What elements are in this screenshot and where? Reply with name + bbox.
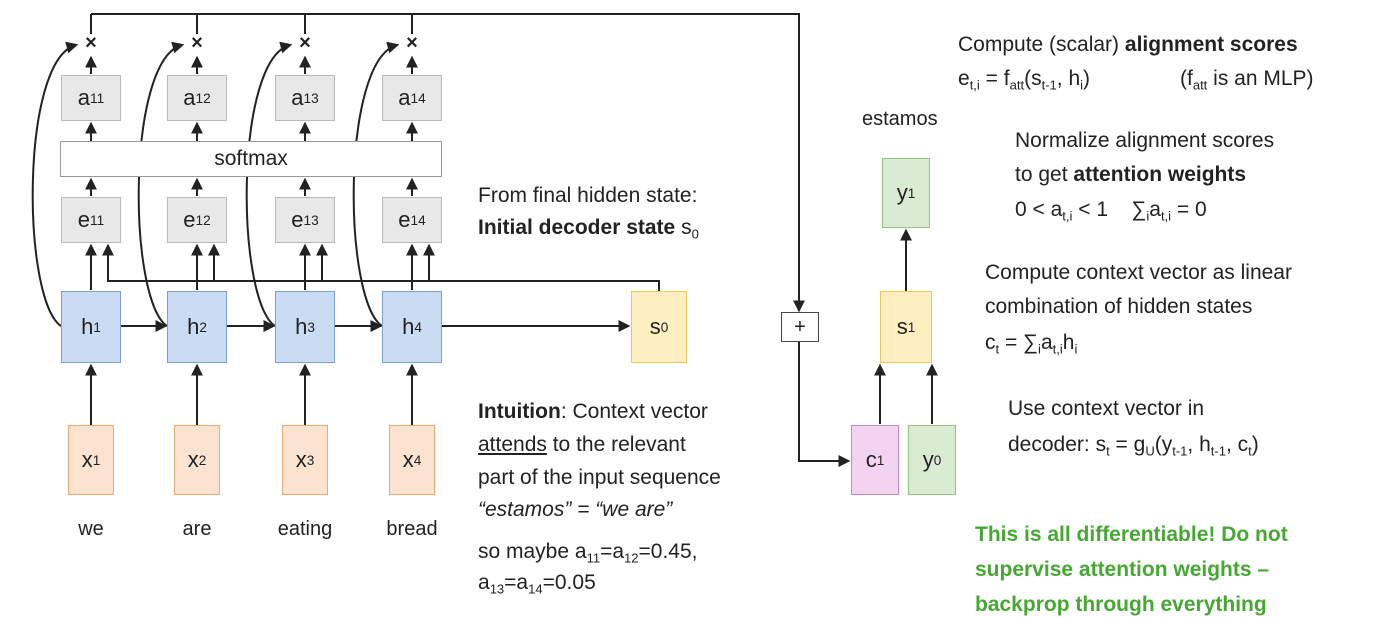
alignment-formula: et,i = fatt(st-1, hi) xyxy=(958,67,1091,93)
intuition-line1: Intuition: Context vector xyxy=(478,400,708,423)
output-word: estamos xyxy=(862,108,938,130)
final-state-note-line2: Initial decoder state s0 xyxy=(478,216,699,242)
context-note-line2: combination of hidden states xyxy=(985,295,1253,318)
differentiable-note-line1: This is all differentiable! Do not xyxy=(975,523,1288,546)
normalize-note-line1: Normalize alignment scores xyxy=(1015,129,1275,152)
multiply-op: × xyxy=(85,32,97,54)
intuition-example-line1: so maybe a11=a12=0.45, xyxy=(478,540,698,566)
intuition-line3: part of the input sequence xyxy=(478,466,721,489)
differentiable-note-line3: backprop through everything xyxy=(975,593,1267,616)
use-context-note-line2: decoder: st = gU(yt-1, ht-1, ct) xyxy=(1008,433,1259,459)
alignment-note-line1: Compute (scalar) alignment scores xyxy=(958,33,1298,56)
intuition-example-line2: a13=a14=0.05 xyxy=(478,571,596,597)
input-word: eating xyxy=(277,518,333,540)
multiply-op: × xyxy=(406,32,418,54)
multiply-op: × xyxy=(191,32,203,54)
context-note-line1: Compute context vector as linear xyxy=(985,261,1292,284)
alignment-formula-note: (fatt is an MLP) xyxy=(1180,67,1314,93)
intuition-quote: “estamos” = “we are” xyxy=(478,498,673,521)
use-context-note-line1: Use context vector in xyxy=(1008,397,1205,420)
input-word: are xyxy=(182,518,212,540)
multiply-op: × xyxy=(299,32,311,54)
connection-arrows xyxy=(31,13,938,467)
context-formula: ct = ∑iat,ihi xyxy=(985,331,1078,357)
final-state-note-line1: From final hidden state: xyxy=(478,184,698,207)
normalize-formula: 0 < at,i < 1 ∑iat,i = 0 xyxy=(1015,198,1207,224)
normalize-note-line2: to get attention weights xyxy=(1015,163,1247,186)
input-word: bread xyxy=(386,518,438,540)
sum-operator: + xyxy=(781,312,819,342)
input-word: we xyxy=(78,518,104,540)
intuition-line2: attends to the relevant xyxy=(478,433,686,456)
softmax-layer: softmax xyxy=(60,141,442,177)
differentiable-note-line2: supervise attention weights – xyxy=(975,558,1270,581)
